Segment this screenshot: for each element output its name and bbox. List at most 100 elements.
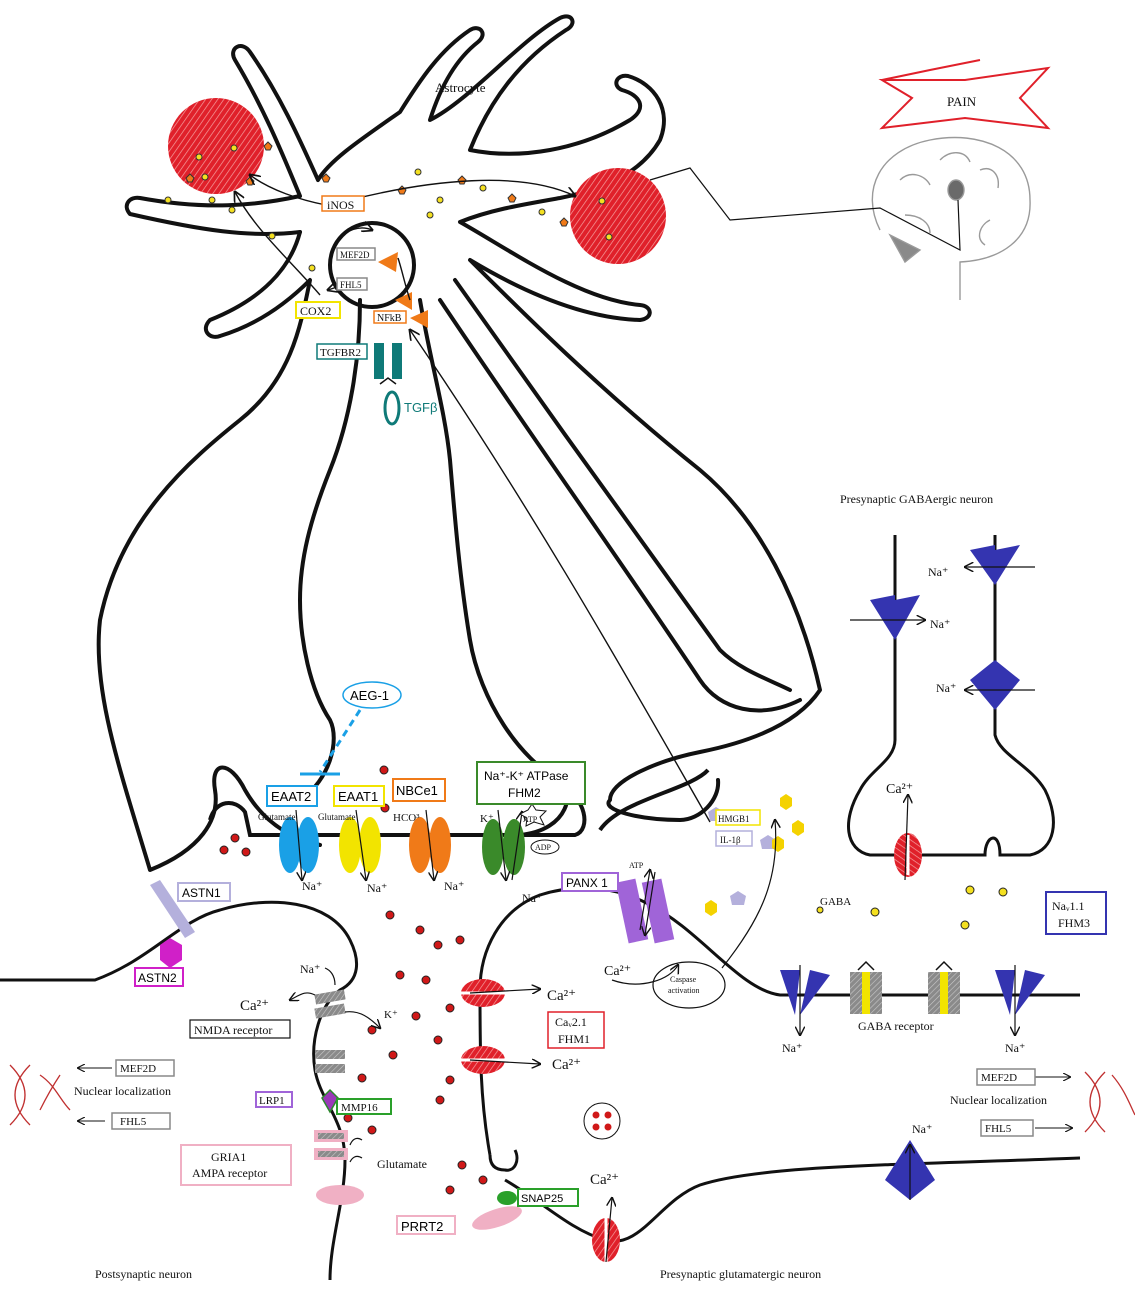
nuclear-arrows xyxy=(78,1068,1072,1128)
label-presyn-glut: Presynaptic glutamatergic neuron xyxy=(660,1267,821,1281)
label-fhl5-right: FHL5 xyxy=(985,1123,1012,1135)
caspase-arrow xyxy=(721,820,776,969)
label-atp-panx: ATP xyxy=(629,861,644,870)
red-body-right xyxy=(570,168,666,264)
label-tgfb: TGFβ xyxy=(404,400,437,415)
label-na-nmda: Na⁺ xyxy=(300,962,320,976)
label-prrt2: PRRT2 xyxy=(401,1219,443,1234)
label-gria1-1: GRIA1 xyxy=(211,1150,246,1164)
label-eaat1: EAAT1 xyxy=(338,789,378,804)
label-il1b: IL-1β xyxy=(720,835,741,845)
panx1-channel xyxy=(611,870,678,985)
label-tgfbr2: TGFBR2 xyxy=(320,347,361,359)
label-na-eaat1: Na⁺ xyxy=(367,881,387,895)
label-na-gaba-3: Na⁺ xyxy=(936,681,956,695)
dna-icon-left xyxy=(9,1064,71,1126)
astrocyte-arrows xyxy=(235,175,711,823)
pain-pathway-line xyxy=(649,167,961,252)
gaba-dots xyxy=(816,885,1008,930)
label-mef2d-astro: MEF2D xyxy=(340,250,370,260)
label-na-post: Na⁺ xyxy=(912,1122,932,1136)
label-k-nmda: K⁺ xyxy=(384,1009,398,1021)
label-cox2: COX2 xyxy=(300,304,331,318)
inflammatory-mediators xyxy=(705,794,804,916)
eaat2-transporter xyxy=(279,817,319,873)
label-na-gaba-2: Na⁺ xyxy=(930,617,950,631)
label-lrp1: LRP1 xyxy=(259,1095,285,1107)
label-nuclear-left: Nuclear localization xyxy=(74,1084,171,1098)
label-glutamate-eaat2: Glutamate xyxy=(258,812,296,822)
label-na-eaat2: Na⁺ xyxy=(302,879,322,893)
label-cav-1: Caᵥ2.1 xyxy=(555,1015,587,1029)
label-nuclear-right: Nuclear localization xyxy=(950,1093,1047,1107)
label-na-gaba-1: Na⁺ xyxy=(928,565,948,579)
label-k-atpase: K⁺ xyxy=(480,813,494,825)
transporter-arrows xyxy=(295,809,522,880)
label-caspase-1: Caspase xyxy=(670,975,697,984)
label-ca-cav-2: Ca²⁺ xyxy=(552,1057,581,1073)
label-adp: ADP xyxy=(535,843,552,852)
label-fhl5-left: FHL5 xyxy=(120,1116,147,1128)
label-mef2d-right: MEF2D xyxy=(981,1072,1017,1084)
label-boxes xyxy=(111,195,1107,1235)
label-mmp16: MMP16 xyxy=(341,1102,378,1114)
label-presyn-gaba: Presynaptic GABAergic neuron xyxy=(840,492,993,506)
aeg1-inhibition xyxy=(300,681,402,776)
label-na-gabar-2: Na⁺ xyxy=(1005,1041,1025,1055)
label-glutamate-eaat1: Glutamate xyxy=(318,812,356,822)
label-snap25: SNAP25 xyxy=(521,1193,563,1205)
label-ca-gaba: Ca²⁺ xyxy=(886,782,913,797)
label-nbce1: NBCe1 xyxy=(396,783,438,798)
nmda-receptor xyxy=(290,967,380,1073)
label-cav-2: FHM1 xyxy=(558,1032,590,1046)
label-mef2d-left: MEF2D xyxy=(120,1063,156,1075)
label-nav-2: FHM3 xyxy=(1058,916,1090,930)
label-nav-1: Naᵥ1.1 xyxy=(1052,899,1085,913)
label-glutamate-post: Glutamate xyxy=(377,1157,427,1171)
orange-signal-triangles xyxy=(378,252,428,328)
label-hmgb1: HMGB1 xyxy=(718,814,750,824)
label-aeg1: AEG-1 xyxy=(350,688,389,703)
label-hco3: HCO³ xyxy=(393,812,420,824)
label-ca-nmda: Ca²⁺ xyxy=(240,998,269,1014)
adp-bubble xyxy=(530,839,560,855)
tgfbr2-receptor xyxy=(374,343,402,426)
gaba-receptors xyxy=(850,960,960,1014)
snap25-protein xyxy=(497,1191,517,1205)
gria1-receptor xyxy=(314,1130,364,1205)
label-eaat2: EAAT2 xyxy=(271,789,311,804)
label-atpase-1: Na⁺-K⁺ ATPase xyxy=(484,769,569,783)
label-na-nbce1: Na⁺ xyxy=(444,879,464,893)
caspase-bubble xyxy=(652,961,726,1009)
label-na-gabar-1: Na⁺ xyxy=(782,1041,802,1055)
label-astn2: ASTN2 xyxy=(138,971,177,985)
label-ca-pre: Ca²⁺ xyxy=(590,1172,619,1188)
label-pain: PAIN xyxy=(947,94,977,109)
label-gaba-receptor: GABA receptor xyxy=(858,1019,934,1033)
label-astn1: ASTN1 xyxy=(182,886,221,900)
atp-star xyxy=(518,803,548,827)
cav21-channels xyxy=(461,795,922,1263)
atpase-pump xyxy=(482,819,525,875)
nav-channels xyxy=(780,545,1045,1200)
label-atp-star: ATP xyxy=(523,815,538,824)
red-body-markers xyxy=(195,144,613,241)
prrt2-protein xyxy=(472,1206,522,1230)
astn-complex xyxy=(150,880,195,968)
label-ca-panx: Ca²⁺ xyxy=(604,964,631,979)
gaba-neuron xyxy=(847,535,1055,857)
label-gria1-2: AMPA receptor xyxy=(192,1166,267,1180)
label-panx1: PANX 1 xyxy=(566,876,608,890)
label-inos: iNOS xyxy=(327,198,354,212)
nbce1-transporter xyxy=(409,817,451,873)
astrocyte-cell xyxy=(96,14,822,872)
label-fhl5-astro: FHL5 xyxy=(340,280,362,290)
vesicle xyxy=(583,1102,621,1140)
label-ca-cav-1: Ca²⁺ xyxy=(547,988,576,1004)
label-astrocyte: Astrocyte xyxy=(435,80,486,95)
label-gaba: GABA xyxy=(820,896,851,908)
label-caspase-2: activation xyxy=(668,986,700,995)
brain-icon xyxy=(871,136,1031,300)
